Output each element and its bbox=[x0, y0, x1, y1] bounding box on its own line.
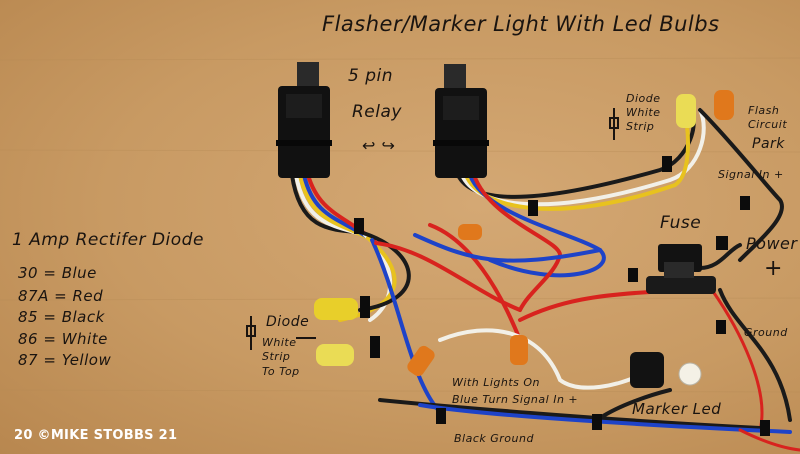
diode-top-label: White bbox=[626, 106, 661, 119]
legend-item: 87 = Yellow bbox=[18, 351, 112, 369]
marker-led bbox=[630, 352, 702, 388]
relay-label: Relay bbox=[352, 102, 402, 122]
legend-item: 30 = Blue bbox=[18, 264, 97, 282]
flash-circuit-label: Flash bbox=[748, 104, 780, 117]
legend-item: 87A = Red bbox=[18, 287, 104, 305]
black-ground-label: Black Ground bbox=[454, 432, 534, 445]
relay-label-pin: 5 pin bbox=[348, 66, 394, 86]
diode-left-label: To Top bbox=[262, 365, 300, 378]
signal-in-label: Signal In + bbox=[718, 168, 784, 181]
relay-arrows: ↩ ↪ bbox=[362, 136, 396, 155]
legend-item: 86 = White bbox=[18, 330, 108, 348]
board-title: Flasher/Marker Light With Led Bulbs bbox=[322, 12, 720, 36]
legend-item: 85 = Black bbox=[18, 308, 105, 326]
power-plus: + bbox=[764, 256, 783, 281]
power-label: Power bbox=[746, 234, 798, 253]
diode-left-label: Diode bbox=[266, 314, 310, 330]
marker-led-label: Marker Led bbox=[632, 400, 722, 418]
diode-top-label: Strip bbox=[626, 120, 655, 133]
diode-top-label: Diode bbox=[626, 92, 661, 105]
photo-credit: 20 ©MIKE STOBBS 21 bbox=[14, 428, 178, 443]
flash-circuit-label: Circuit bbox=[748, 118, 788, 131]
ground-right-label: Ground bbox=[744, 326, 788, 339]
wire-bundle bbox=[290, 108, 800, 452]
legend-heading: 1 Amp Rectifer Diode bbox=[12, 230, 204, 250]
fuse-label: Fuse bbox=[660, 213, 702, 233]
lights-on-label: With Lights On bbox=[452, 376, 541, 389]
relay-left bbox=[276, 62, 332, 178]
diode-left-label: White bbox=[262, 336, 297, 349]
fuse-holder bbox=[646, 244, 716, 294]
relay-right bbox=[433, 64, 489, 178]
park-label: Park bbox=[752, 136, 785, 152]
diode-left-label: Strip bbox=[262, 350, 291, 363]
wire-nuts bbox=[314, 90, 734, 377]
turn-signal-label: Blue Turn Signal In + bbox=[452, 393, 579, 406]
